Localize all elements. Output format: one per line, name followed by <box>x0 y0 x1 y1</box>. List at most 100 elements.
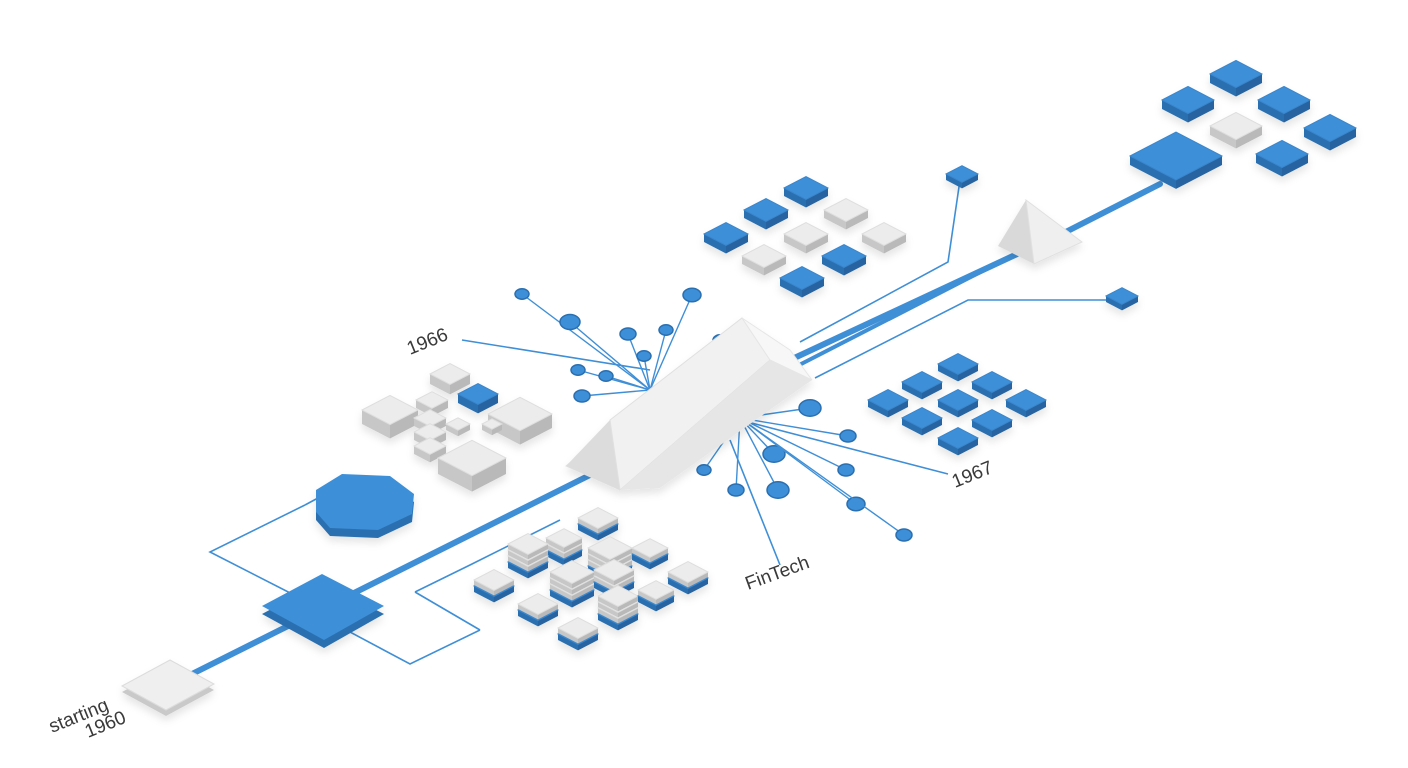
network-dot <box>559 313 581 331</box>
grid-tile <box>860 221 908 254</box>
label-1967: 1967 <box>949 457 996 492</box>
network-dot <box>696 464 712 476</box>
start-tile <box>120 659 216 716</box>
network-spoke <box>739 417 849 437</box>
cube-layer <box>666 561 710 588</box>
grid-tile <box>1256 85 1312 123</box>
grid-tile <box>866 389 910 418</box>
small-blue-tile <box>944 165 980 189</box>
cluster-block <box>486 396 554 445</box>
network-dot <box>619 327 637 341</box>
grid-tile <box>900 407 944 436</box>
grid-tile <box>900 371 944 400</box>
network-dot <box>839 429 857 443</box>
grid-tile <box>822 197 870 230</box>
network-dot <box>895 528 913 542</box>
grid-tile <box>1254 139 1310 177</box>
stacked-cube <box>556 617 600 651</box>
network-dot <box>573 389 591 403</box>
connector-wires <box>208 179 1112 665</box>
label-1966: 1966 <box>404 324 451 359</box>
stacked-cube <box>666 561 710 595</box>
network-dot <box>798 399 822 417</box>
cube-layer <box>544 528 584 553</box>
timeline-spine <box>165 181 1163 689</box>
network-spoke <box>739 417 779 491</box>
stacked-cube-cluster <box>472 507 710 651</box>
network-dot <box>570 364 586 376</box>
stacked-cube <box>630 538 670 570</box>
stacked-cube <box>636 580 676 612</box>
tile-grid-top-right <box>1128 59 1358 189</box>
network-spoke <box>521 293 651 391</box>
cube-layer <box>592 559 636 586</box>
block-cluster-1966 <box>360 363 554 492</box>
network-dot <box>636 350 652 362</box>
grid-tile <box>782 175 830 208</box>
tile-grid-right <box>866 353 1048 456</box>
network-dot <box>727 483 745 497</box>
stacked-cube <box>506 533 550 579</box>
cube-layer <box>596 585 640 612</box>
stacked-cube <box>516 593 560 627</box>
cube-layer <box>556 617 600 644</box>
cluster-block <box>480 418 504 436</box>
cube-layer <box>636 580 676 605</box>
prism-hub <box>565 317 813 491</box>
grid-tile <box>936 389 980 418</box>
grid-tile <box>1160 85 1216 123</box>
cluster-block <box>444 417 472 437</box>
grid-tile <box>1208 111 1264 149</box>
grid-tile <box>936 427 980 456</box>
network-dot <box>766 481 790 499</box>
tile-grid-upper <box>702 175 908 298</box>
network-spoke <box>649 294 693 391</box>
grid-tile <box>970 371 1014 400</box>
grid-tile <box>742 197 790 230</box>
network-spoke <box>739 417 847 471</box>
grid-tile <box>1128 131 1224 189</box>
stacked-cube <box>592 559 636 599</box>
grid-tile <box>778 265 826 298</box>
network-spoke <box>605 375 651 391</box>
cube-layer <box>506 533 550 560</box>
grid-tile <box>820 243 868 276</box>
network-dot <box>514 288 530 300</box>
cube-layer <box>576 507 620 534</box>
stacked-cube <box>472 569 516 603</box>
grid-tile <box>702 221 750 254</box>
small-blue-tile <box>1104 287 1140 311</box>
network-dot <box>598 370 614 382</box>
network-spoke <box>627 333 651 391</box>
network-dot <box>837 463 855 477</box>
cluster-block <box>436 439 508 492</box>
network-spoke <box>649 329 667 391</box>
blue-square-node <box>262 574 384 648</box>
network-spoke <box>569 321 651 391</box>
network-dot <box>682 287 702 303</box>
grid-tile <box>1302 113 1358 151</box>
grid-tile <box>1004 389 1048 418</box>
grid-tile <box>740 243 788 276</box>
grid-tile <box>782 221 830 254</box>
octagon-node <box>316 474 414 538</box>
cluster-block <box>412 437 448 463</box>
grid-tile <box>1208 59 1264 97</box>
network-dot <box>846 496 866 512</box>
grid-tile <box>970 409 1014 438</box>
prism-small <box>998 198 1083 265</box>
stacked-cube <box>576 507 620 541</box>
cluster-block <box>456 383 500 414</box>
cluster-block <box>360 394 420 439</box>
cube-layer <box>472 569 516 596</box>
cube-layer <box>516 593 560 620</box>
grid-tile <box>936 353 980 382</box>
network-dot <box>658 324 674 336</box>
network-spoke <box>739 417 905 536</box>
network-spoke <box>581 389 651 397</box>
cluster-block <box>428 363 472 395</box>
network-dot <box>762 445 786 463</box>
stacked-cube <box>548 559 596 608</box>
stacked-cube <box>596 585 640 631</box>
